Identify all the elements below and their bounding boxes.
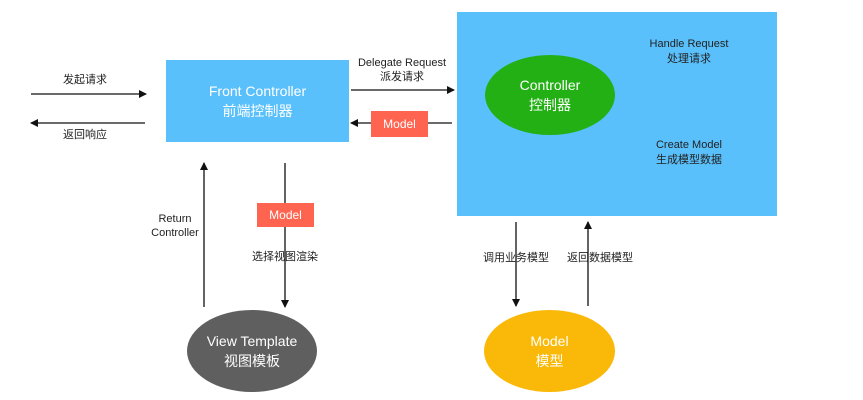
- model-tag-render: Model: [257, 203, 314, 227]
- model-node[interactable]: Model 模型: [484, 310, 615, 392]
- send-request-label: 发起请求: [63, 74, 107, 86]
- choose-view-label: 选择视图渲染: [252, 251, 318, 263]
- create-model-label-zh: 生成模型数据: [656, 154, 722, 166]
- front-controller-title: Front Controller: [208, 83, 307, 99]
- handle-request-label-en: Handle Request: [649, 38, 729, 50]
- model-tag-return: Model: [371, 111, 428, 137]
- model-subtitle: 模型: [535, 353, 564, 369]
- view-template-title: View Template: [206, 333, 298, 349]
- call-business-model-label: 调用业务模型: [483, 252, 549, 264]
- return-data-model-label: 返回数据模型: [567, 252, 633, 264]
- model-title: Model: [530, 333, 569, 349]
- view-template-node[interactable]: View Template 视图模板: [187, 310, 317, 392]
- controller-title: Controller: [519, 77, 581, 93]
- controller-node[interactable]: Controller 控制器: [485, 55, 615, 135]
- delegate-request-label-en: Delegate Request: [357, 57, 447, 69]
- view-template-subtitle: 视图模板: [224, 353, 280, 369]
- return-controller-label-1: Return: [158, 213, 192, 225]
- front-controller-subtitle: 前端控制器: [222, 103, 293, 119]
- handle-request-label-zh: 处理请求: [667, 53, 711, 65]
- return-response-label: 返回响应: [63, 129, 107, 141]
- create-model-label-en: Create Model: [655, 139, 723, 151]
- delegate-request-label-zh: 派发请求: [380, 71, 424, 83]
- controller-subtitle: 控制器: [529, 97, 571, 113]
- return-controller-label-2: Controller: [151, 227, 199, 239]
- front-controller-box[interactable]: Front Controller 前端控制器: [166, 60, 349, 142]
